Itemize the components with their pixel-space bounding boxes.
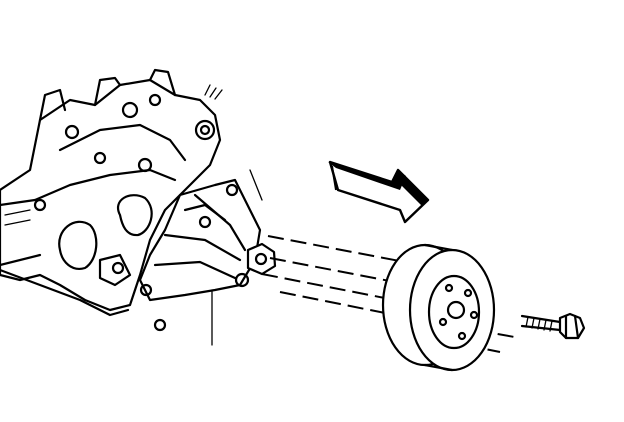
pulley [381, 243, 496, 372]
mounting-bracket [138, 169, 277, 346]
direction-arrow-icon [328, 160, 430, 224]
engine-block [0, 68, 223, 332]
mounting-bolt [520, 312, 586, 340]
